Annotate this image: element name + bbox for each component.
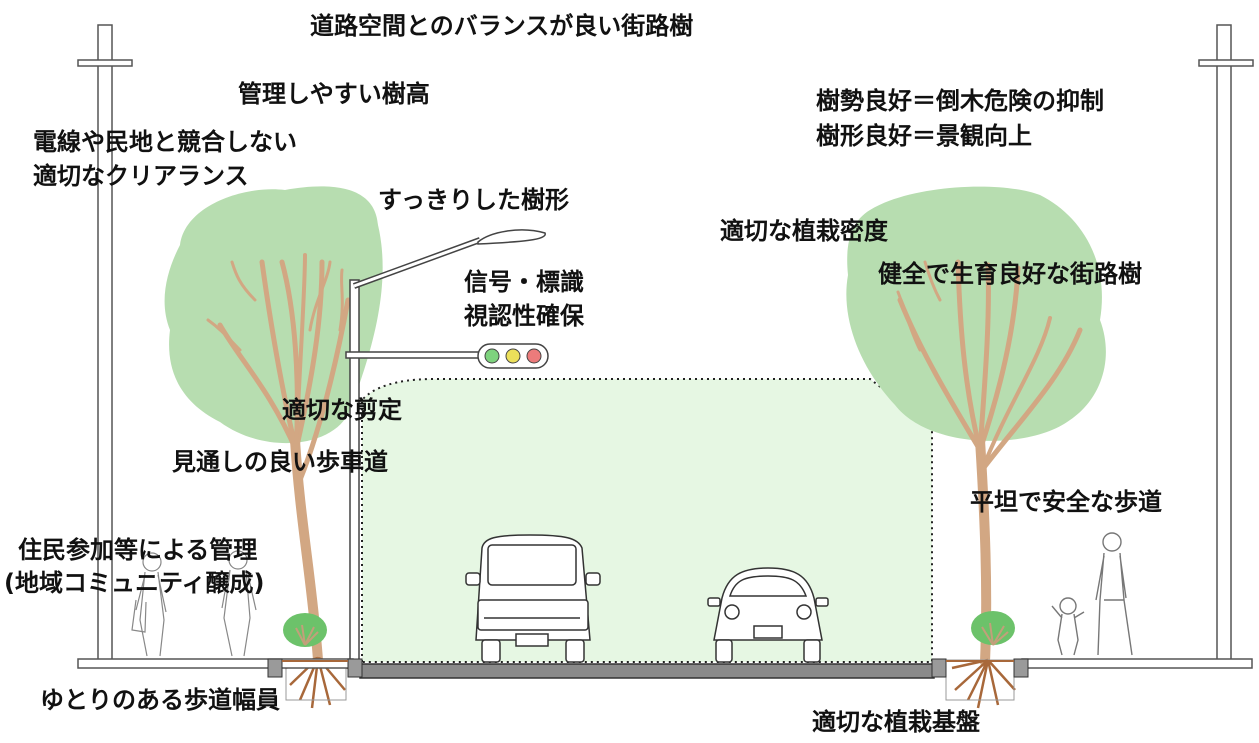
flat-sidewalk-label: 平坦で安全な歩道	[970, 488, 1162, 516]
right-sidewalk	[1021, 658, 1253, 669]
planting-density-label: 適切な植栽密度	[720, 217, 888, 245]
left-utility-pole	[77, 24, 133, 664]
left-curb-inner	[347, 658, 363, 678]
signal-visibility-label-line1: 信号・標識	[464, 268, 584, 296]
community-label-line1: 住民参加等による管理	[18, 536, 258, 564]
left-street-tree	[164, 186, 383, 709]
clearance-label-line2: 適切なクリアランス	[33, 162, 249, 190]
pruning-label: 適切な剪定	[282, 396, 402, 424]
roadway	[359, 663, 935, 679]
vitality-label-line1: 樹勢良好＝倒木危険の抑制	[816, 87, 1104, 115]
signal-yellow-lamp	[505, 348, 521, 364]
right-utility-pole	[1198, 24, 1254, 664]
street-light-pole	[345, 229, 546, 665]
signal-visibility-label-line2: 視認性確保	[464, 302, 584, 330]
left-tree-canopy	[164, 186, 383, 444]
right-curb-outer	[1013, 658, 1029, 678]
tree-form-label: すっきりした樹形	[378, 186, 570, 214]
community-label-line2: (地域コミュニティ醸成)	[4, 569, 265, 597]
planting-base-label: 適切な植栽基盤	[812, 708, 980, 736]
signal-red-lamp	[526, 348, 542, 364]
right-pedestrians	[1051, 532, 1133, 656]
van-vehicle	[465, 534, 601, 663]
car-vehicle	[707, 567, 829, 663]
left-tree-roots	[284, 656, 349, 709]
vehicle-clearance-zone	[361, 378, 933, 663]
healthy-trees-label: 健全で生育良好な街路樹	[878, 260, 1142, 288]
clearance-label-line1: 電線や民地と競合しない	[33, 128, 297, 156]
sidewalk-width-label: ゆとりのある歩道幅員	[40, 686, 280, 714]
visibility-label: 見通しの良い歩車道	[172, 448, 388, 476]
left-pedestrians	[131, 550, 257, 657]
tree-height-label: 管理しやすい樹高	[238, 80, 430, 108]
title-label: 道路空間とのバランスが良い街路樹	[310, 12, 694, 40]
left-curb-outer	[267, 658, 283, 678]
traffic-signal	[477, 343, 549, 369]
right-curb-inner	[931, 658, 947, 678]
left-shrub	[283, 613, 327, 647]
street-lamp-head	[477, 229, 546, 245]
right-tree-roots	[951, 658, 1016, 709]
road-section	[77, 658, 1253, 679]
right-tree-canopy	[846, 186, 1106, 441]
signal-green-lamp	[484, 348, 500, 364]
vitality-label-line2: 樹形良好＝景観向上	[816, 122, 1032, 150]
right-street-tree	[846, 186, 1106, 709]
